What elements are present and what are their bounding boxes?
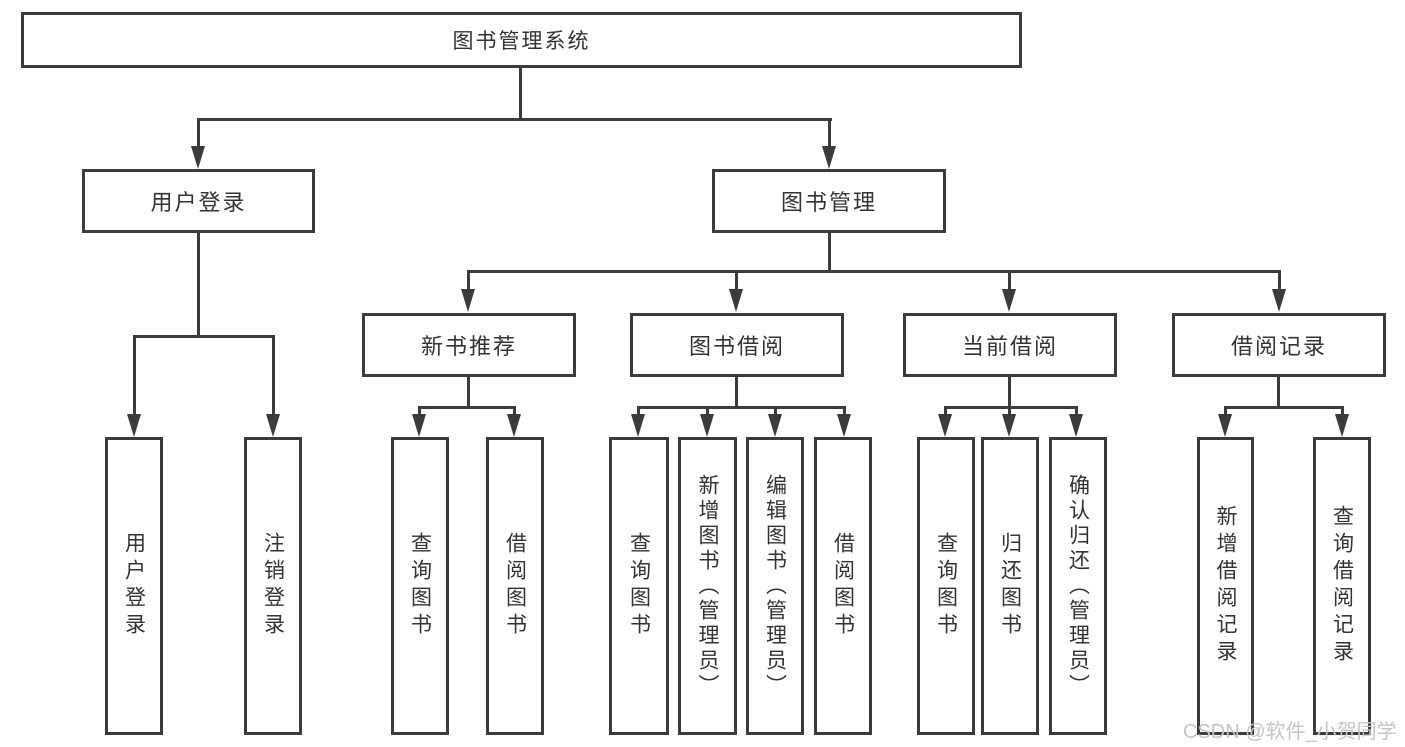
- edge-stem-book-borrowing: [735, 270, 738, 291]
- leaf-confirm-return-admin-label: 确认归还（管理员）: [1066, 473, 1090, 699]
- leaf-logout: 注销登录: [244, 437, 302, 735]
- node-new-book-recommendation-label: 新书推荐: [420, 334, 517, 359]
- arrow-down-edit-books-icon: [768, 414, 782, 437]
- leaf-user-login-label: 用户登录: [122, 532, 146, 640]
- arrow-down-add-books-icon: [700, 414, 714, 437]
- leaf-user-login: 用户登录: [105, 437, 163, 735]
- edge-stem-leaf-logout: [272, 335, 275, 415]
- leaf-return-books: 归还图书: [981, 437, 1039, 735]
- node-borrowing-records-label: 借阅记录: [1230, 334, 1327, 359]
- leaf-query-books-2: 查询图书: [609, 437, 669, 735]
- leaf-query-books-1-label: 查询图书: [408, 532, 432, 640]
- arrow-down-leaf-logout-icon: [266, 414, 280, 437]
- node-current-borrowing: 当前借阅: [903, 313, 1117, 377]
- leaf-borrow-books-1: 借阅图书: [486, 437, 544, 735]
- node-root-library-system: 图书管理系统: [21, 12, 1022, 68]
- arrow-down-current-borrowing-icon: [1002, 289, 1016, 312]
- node-user-login-label: 用户登录: [150, 190, 247, 215]
- edge-root-hline: [197, 118, 832, 121]
- edge-user-login-hline: [133, 335, 275, 338]
- leaf-return-books-label: 归还图书: [998, 532, 1022, 640]
- leaf-query-books-3-label: 查询图书: [934, 532, 958, 640]
- leaf-add-borrow-record-label: 新增借阅记录: [1214, 505, 1237, 667]
- node-book-borrowing: 图书借阅: [630, 313, 844, 377]
- leaf-query-borrow-record: 查询借阅记录: [1313, 437, 1371, 735]
- node-user-login: 用户登录: [82, 169, 315, 233]
- edge-user-login-stub: [197, 233, 200, 335]
- leaf-logout-label: 注销登录: [261, 532, 285, 640]
- edge-root-stub: [519, 68, 522, 118]
- leaf-query-books-3: 查询图书: [917, 437, 975, 735]
- arrow-down-book-mgmt-icon: [822, 146, 836, 169]
- edge-stem-leaf-user-login: [133, 335, 136, 415]
- edge-stem-confirm-return: [1075, 406, 1078, 416]
- arrow-down-add-borrow-record-icon: [1218, 414, 1232, 437]
- leaf-add-borrow-record: 新增借阅记录: [1197, 437, 1254, 735]
- arrow-down-confirm-return-icon: [1069, 414, 1083, 437]
- leaf-add-books-admin-label: 新增图书（管理员）: [696, 473, 719, 699]
- edge-stem-current-borrowing: [1008, 270, 1011, 291]
- edge-stem-new-book-rec: [467, 270, 470, 291]
- leaf-borrow-books-2: 借阅图书: [814, 437, 872, 735]
- edge-stem-edit-books: [774, 406, 777, 416]
- edge-stem-borrow-books-2: [843, 406, 846, 416]
- arrow-down-query-books-3-icon: [938, 414, 952, 437]
- node-current-borrowing-label: 当前借阅: [961, 334, 1058, 359]
- node-new-book-recommendation: 新书推荐: [362, 313, 576, 377]
- arrow-down-query-borrow-record-icon: [1335, 414, 1349, 437]
- edge-stem-add-books: [706, 406, 709, 416]
- edge-book-mgmt-hline: [467, 270, 1281, 273]
- leaf-borrow-books-2-label: 借阅图书: [831, 532, 855, 640]
- node-book-management-label: 图书管理: [780, 190, 877, 215]
- edge-book-borrowing-stub: [735, 377, 738, 406]
- edge-new-book-rec-hline: [418, 406, 516, 409]
- leaf-add-books-admin: 新增图书（管理员）: [678, 437, 737, 735]
- edge-root-to-user-login-stem: [197, 118, 200, 148]
- csdn-watermark: CSDN @软件_小贺同学: [1183, 721, 1397, 743]
- node-book-management: 图书管理: [712, 169, 946, 233]
- leaf-edit-books-admin: 编辑图书（管理员）: [746, 437, 804, 735]
- node-root-label: 图书管理系统: [452, 30, 591, 53]
- arrow-down-query-books-1-icon: [412, 414, 426, 437]
- leaf-query-borrow-record-label: 查询借阅记录: [1330, 505, 1354, 667]
- node-borrowing-records: 借阅记录: [1172, 313, 1386, 377]
- leaf-borrow-books-1-label: 借阅图书: [503, 532, 527, 640]
- arrow-down-return-books-icon: [1002, 414, 1016, 437]
- edge-book-mgmt-stub: [828, 233, 831, 273]
- edge-book-borrowing-hline: [637, 406, 846, 409]
- leaf-query-books-1: 查询图书: [391, 437, 449, 735]
- node-book-borrowing-label: 图书借阅: [688, 334, 785, 359]
- leaf-edit-books-admin-label: 编辑图书（管理员）: [763, 473, 787, 699]
- edge-stem-query-borrow-record: [1341, 406, 1344, 416]
- edge-stem-return-books: [1008, 406, 1011, 416]
- edge-current-borrowing-hline: [944, 406, 1078, 409]
- arrow-down-borrowing-records-icon: [1272, 289, 1286, 312]
- edge-root-to-book-mgmt-stem: [828, 118, 831, 148]
- edge-stem-borrowing-records: [1278, 270, 1281, 291]
- arrow-down-book-borrowing-icon: [729, 289, 743, 312]
- arrow-down-borrow-books-2-icon: [837, 414, 851, 437]
- leaf-query-books-2-label: 查询图书: [627, 532, 651, 640]
- edge-borrowing-records-stub: [1277, 377, 1280, 406]
- edge-stem-query-books-1: [418, 406, 421, 416]
- edge-current-borrowing-stub: [1008, 377, 1011, 406]
- arrow-down-leaf-user-login-icon: [127, 414, 141, 437]
- edge-stem-add-borrow-record: [1224, 406, 1227, 416]
- arrow-down-borrow-books-1-icon: [507, 414, 521, 437]
- edge-stem-borrow-books-1: [513, 406, 516, 416]
- arrow-down-user-login-icon: [191, 146, 205, 169]
- edge-borrowing-records-hline: [1224, 406, 1344, 409]
- edge-stem-query-books-3: [944, 406, 947, 416]
- edge-new-book-rec-stub: [467, 377, 470, 406]
- leaf-confirm-return-admin: 确认归还（管理员）: [1049, 437, 1107, 735]
- arrow-down-query-books-2-icon: [631, 414, 645, 437]
- edge-stem-query-books-2: [637, 406, 640, 416]
- arrow-down-new-book-rec-icon: [461, 289, 475, 312]
